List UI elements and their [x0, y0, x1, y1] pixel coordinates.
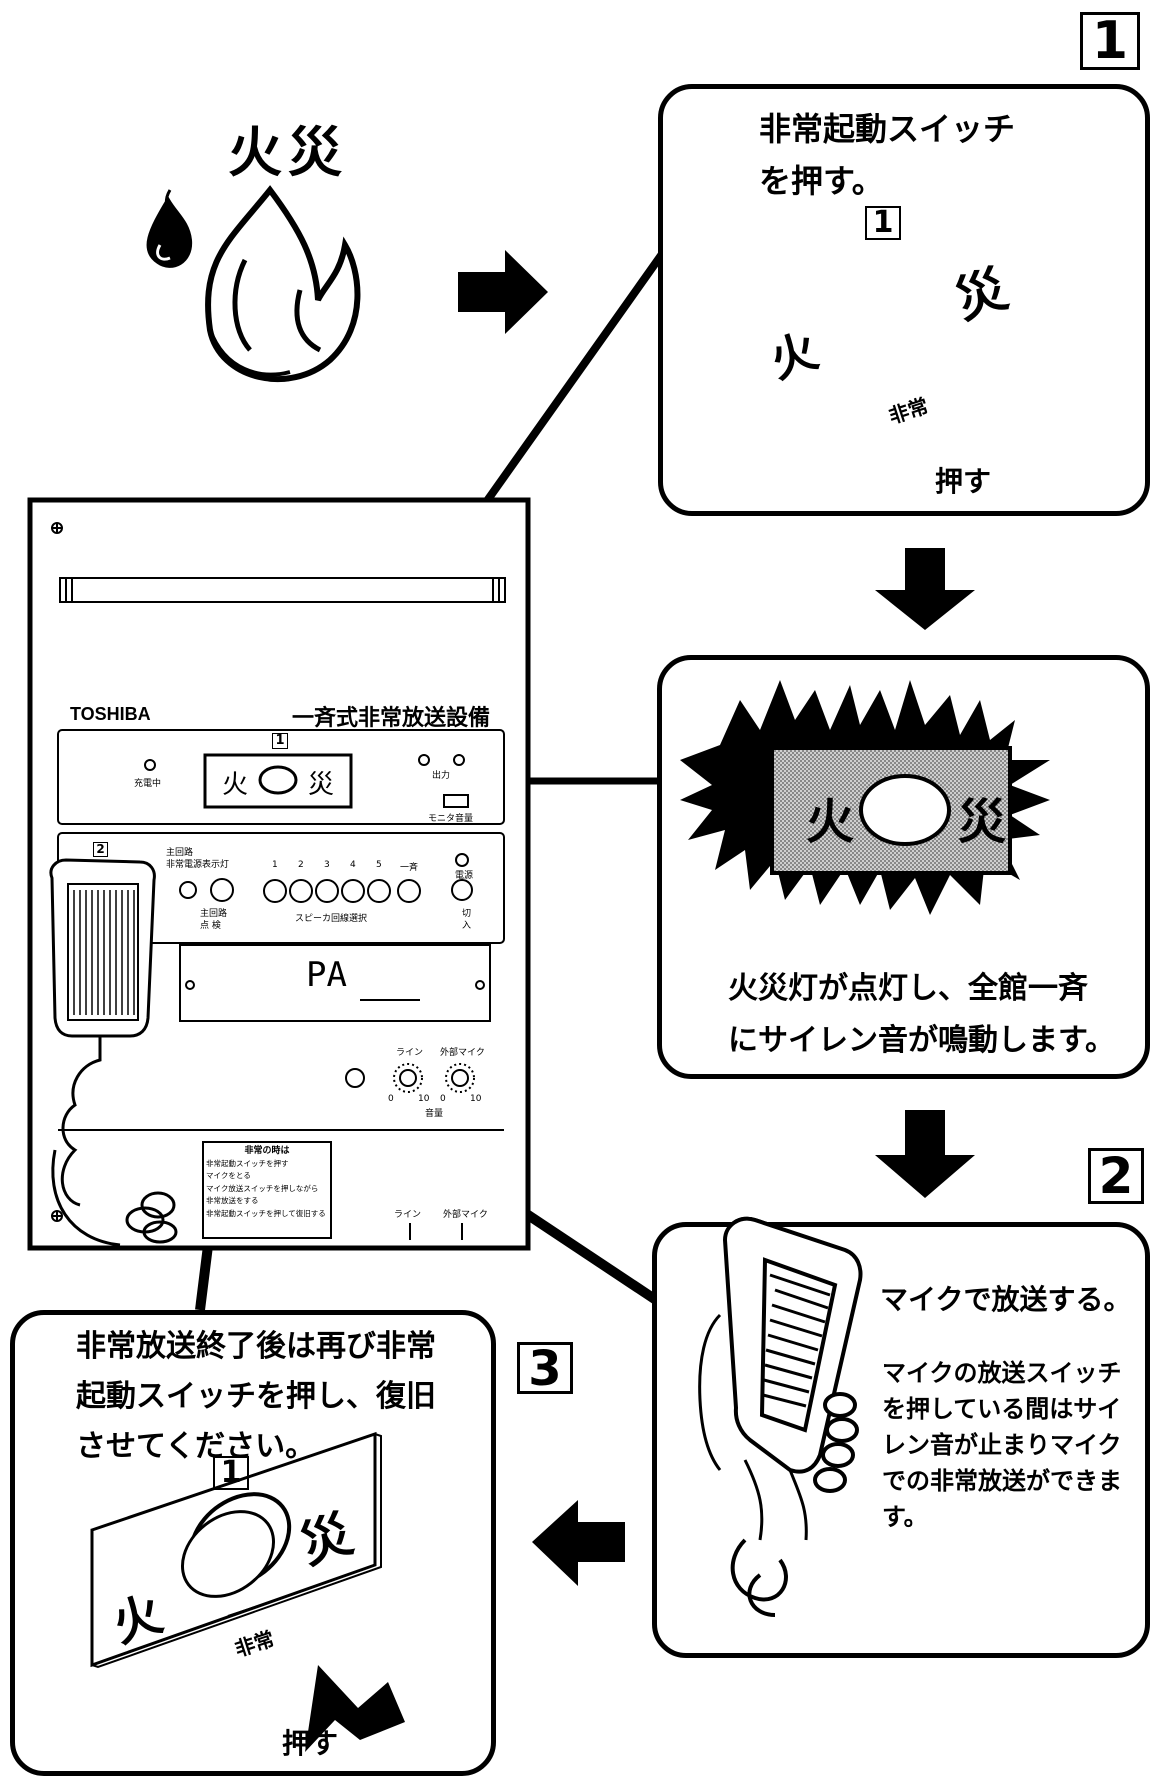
notice-box: 非常の時は 非常起動スイッチを押す マイクをとる マイク放送スイッチを押しながら…	[206, 1145, 328, 1220]
step3-text-line: 起動スイッチを押し、復旧	[76, 1379, 436, 1414]
charging-label: 充電中	[134, 779, 162, 789]
step2-body: マイクの放送スイッチ を押している間はサイ レン音が止まりマイク での非常放送が…	[882, 1355, 1122, 1535]
push-label: 押す	[282, 1727, 339, 1760]
main-circuit-label: 主回路	[166, 848, 194, 858]
vol-max-label: 10	[470, 1094, 482, 1104]
emergency-power-lamp-label: 非常電源表示灯	[166, 860, 230, 870]
vol-min-label: 0	[388, 1094, 394, 1104]
channel-label: 5	[376, 860, 382, 870]
step2-body-line: での非常放送ができま	[882, 1467, 1122, 1495]
step1-instruction: 非常起動スイッチを押す。	[759, 110, 1016, 200]
lamp-caption-line2: にサイレン音が鳴動します。	[728, 1023, 1115, 1058]
switch-off-label: 切	[462, 909, 472, 919]
lamp-right-char: 災	[958, 794, 1007, 850]
bottom-ext-mic-label: 外部マイク	[443, 1210, 488, 1220]
volume-label: 音量	[425, 1109, 444, 1119]
step2-body-line: を押している間はサイ	[882, 1395, 1122, 1423]
line-label: ライン	[396, 1048, 424, 1058]
lamp-left-char: 火	[806, 794, 855, 850]
equipment-panel-drawing	[27, 497, 531, 1251]
step2-body-line: す。	[882, 1503, 928, 1531]
speaker-select-label: スピーカ回線選択	[295, 914, 368, 924]
notice-title: 非常の時は	[244, 1146, 290, 1156]
monitor-volume-label: モニタ音量	[428, 814, 474, 824]
step3-text-line: 非常放送終了後は再び非常	[76, 1329, 436, 1364]
switch-number: 1	[865, 206, 901, 240]
notice-line: 非常起動スイッチを押す	[206, 1158, 289, 1168]
step-number-3: 3	[517, 1342, 573, 1394]
panel-fire-left: 火	[222, 770, 249, 800]
notice-line: マイクをとる	[206, 1171, 251, 1180]
bottom-line-label: ライン	[394, 1210, 422, 1220]
panel-fire-right: 災	[308, 770, 335, 800]
step1-box: 非常起動スイッチを押す。	[658, 84, 1150, 516]
panel-mic-number: 2	[93, 842, 108, 857]
switch-main-label: 主回路	[200, 909, 228, 919]
step-number-2: 2	[1088, 1148, 1144, 1204]
step3-text: 非常放送終了後は再び非常 起動スイッチを押し、復旧 させてください。	[76, 1322, 436, 1472]
channel-label: 2	[298, 860, 304, 870]
arrow-left-icon	[532, 1500, 625, 1586]
step3-text-line: させてください。	[76, 1429, 316, 1464]
panel-switch-number: 1	[272, 733, 288, 749]
channel-label: 3	[324, 860, 330, 870]
switch-number: 1	[213, 1456, 249, 1490]
panel-title: 一斉式非常放送設備	[292, 706, 491, 731]
step-number-1: 1	[1080, 12, 1140, 70]
channel-label: 一斉	[400, 863, 419, 873]
step2-title: マイクで放送する。	[880, 1283, 1132, 1316]
notice-line: 非常起動スイッチを押して復旧する	[206, 1208, 326, 1218]
step2-body-line: レン音が止まりマイク	[882, 1431, 1122, 1459]
notice-line: マイク放送スイッチを押しながら	[206, 1183, 319, 1193]
output-label: 出力	[432, 771, 451, 781]
pa-label: PA	[306, 955, 347, 995]
arrow-down-icon	[875, 1110, 975, 1198]
step2-body-line: マイクの放送スイッチ	[882, 1359, 1122, 1387]
fire-title: 火災	[228, 121, 348, 184]
fire-icon	[146, 185, 361, 383]
notice-line: 非常放送をする	[206, 1196, 259, 1205]
vol-min-label: 0	[440, 1094, 446, 1104]
switch-on-label: 入	[462, 921, 472, 931]
arrow-down-icon	[875, 548, 975, 630]
panel-brand: TOSHIBA	[70, 704, 151, 724]
arrow-right-icon	[458, 250, 548, 334]
power-label: 電源	[455, 871, 474, 881]
lamp-caption-line1: 火災灯が点灯し、全館一斉	[728, 971, 1088, 1006]
vol-max-label: 10	[418, 1094, 430, 1104]
switch-check-label: 点 検	[200, 921, 221, 931]
channel-label: 4	[350, 860, 356, 870]
channel-label: 1	[272, 860, 278, 870]
push-label: 押す	[935, 465, 992, 498]
ext-mic-label: 外部マイク	[440, 1048, 485, 1058]
